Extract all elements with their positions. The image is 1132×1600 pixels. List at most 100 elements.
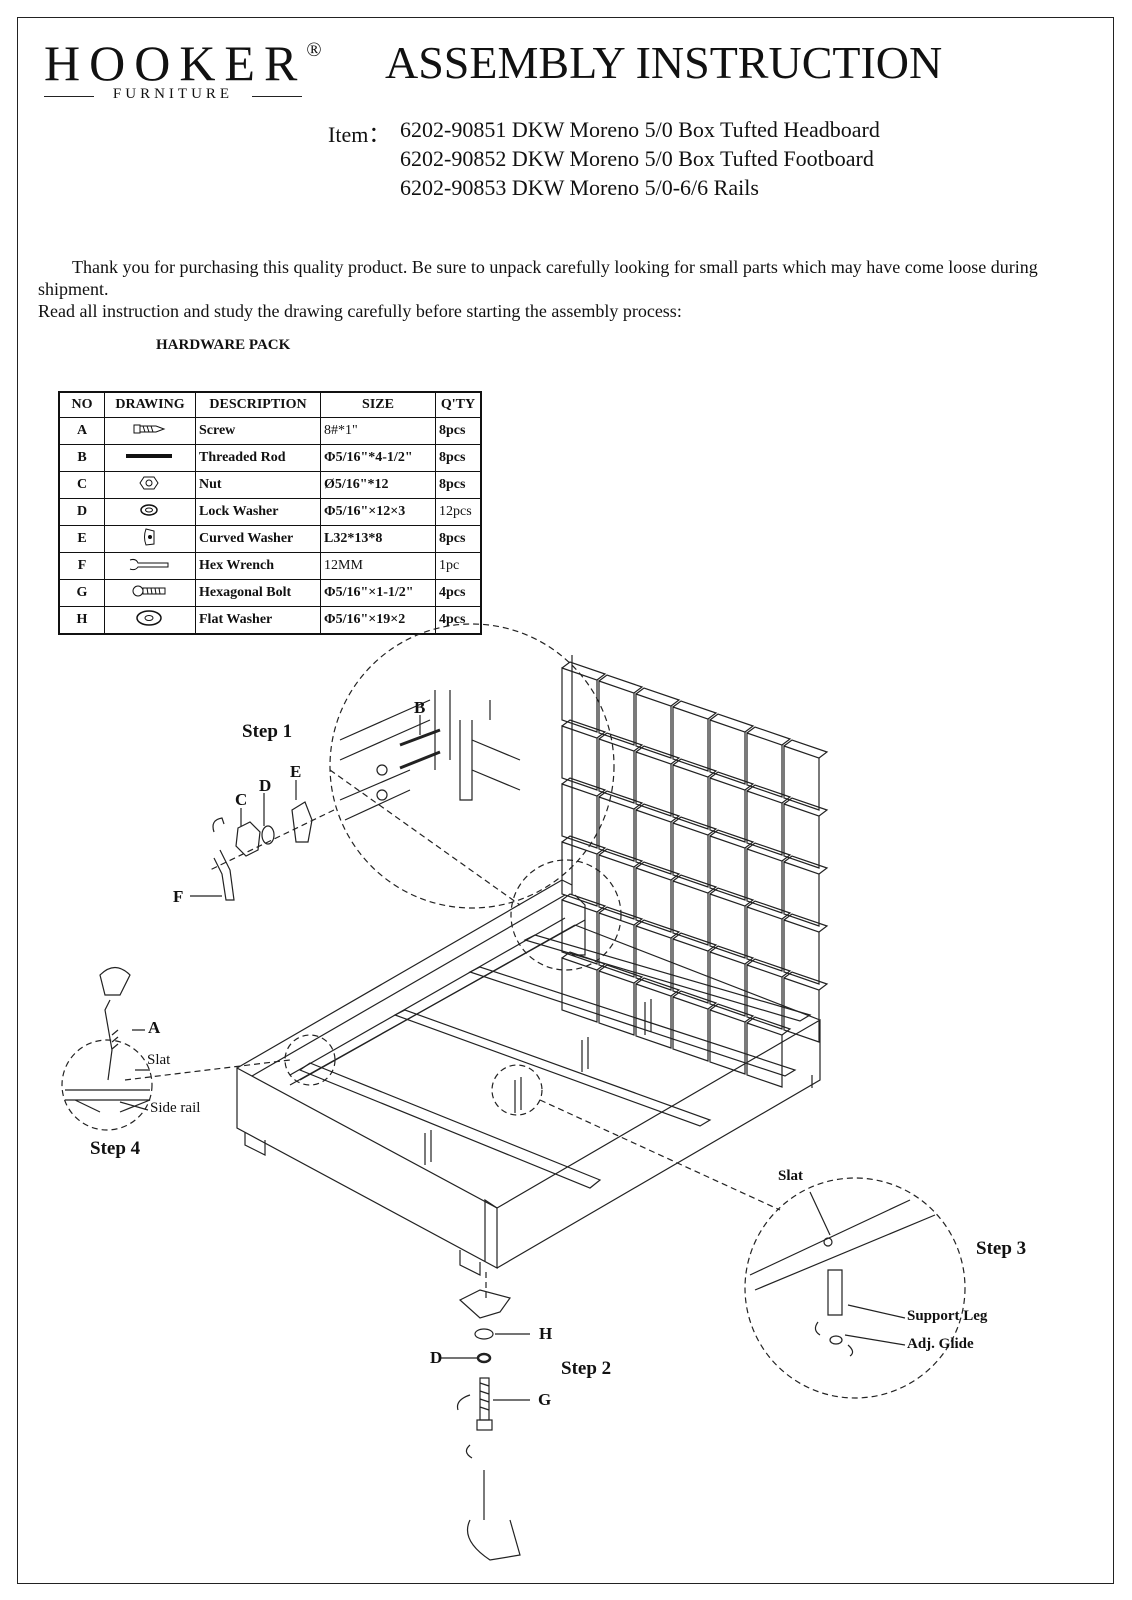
part-label-d-step2: D <box>430 1348 443 1367</box>
screw-icon <box>104 417 196 445</box>
document-title: ASSEMBLY INSTRUCTION <box>385 37 943 88</box>
row-no: B <box>58 444 105 472</box>
headboard-tuft <box>561 957 598 1023</box>
row-size: Φ5/16"*4-1/2" <box>320 444 436 472</box>
logo-rule-right <box>252 96 302 97</box>
headboard-tuft-top <box>561 893 607 913</box>
headboard-tuft-top <box>672 990 718 1010</box>
row-size: Φ5/16"×19×2 <box>320 606 436 635</box>
headboard-tuft-top <box>635 919 681 939</box>
headboard-tuft-top <box>746 900 792 920</box>
headboard-tuft <box>635 693 672 759</box>
callout-slat: Slat <box>147 1052 171 1068</box>
headboard-tuft-top <box>598 732 644 752</box>
headboard-tuft <box>672 764 709 830</box>
headboard-tuft-top <box>635 745 681 765</box>
bed-frame-drawing <box>236 879 821 1276</box>
headboard-tuft-top <box>672 874 718 894</box>
step3-label: Step 3 <box>976 1238 1027 1259</box>
step2-label: Step 2 <box>561 1358 612 1379</box>
headboard-tuft <box>746 964 783 1030</box>
brand-sub: FURNITURE <box>112 86 234 102</box>
headboard-tuft-top <box>709 771 755 791</box>
headboard-tuft-top <box>783 855 829 875</box>
headboard-tuft <box>746 732 783 798</box>
row-qty: 8pcs <box>435 417 482 445</box>
headboard-tuft <box>598 970 635 1036</box>
headboard-tuft-top <box>746 784 792 804</box>
step1-label: Step 1 <box>242 721 293 742</box>
col-size: SIZE <box>320 391 436 418</box>
part-label-c: C <box>235 790 248 809</box>
headboard-drawing <box>561 655 829 1088</box>
headboard-tuft-top <box>746 842 792 862</box>
row-no: F <box>58 552 105 580</box>
headboard-tuft <box>635 983 672 1049</box>
table-row: D Lock Washer Φ5/16"×12×3 12pcs <box>58 498 482 526</box>
headboard-tuft <box>561 667 598 733</box>
headboard-tuft-top <box>746 726 792 746</box>
hexagonal-bolt-icon <box>104 579 196 607</box>
step2-detail-drawing <box>440 1270 530 1561</box>
headboard-tuft-top <box>635 687 681 707</box>
headboard-tuft-top <box>709 1003 755 1023</box>
headboard-tuft-top <box>635 861 681 881</box>
headboard-tuft-top <box>783 971 829 991</box>
item-line-3: 6202-90853 DKW Moreno 5/0-6/6 Rails <box>400 175 759 200</box>
headboard-tuft-top <box>598 964 644 984</box>
headboard-tuft <box>635 809 672 875</box>
headboard-tuft <box>598 912 635 978</box>
intro-paragraph-1: Thank you for purchasing this quality pr… <box>38 257 1038 299</box>
table-row: G Hexagonal Bolt Φ5/16"×1-1/2" 4pcs <box>58 579 482 607</box>
headboard-tuft-top <box>783 913 829 933</box>
item-label: Item： <box>328 122 391 147</box>
headboard-tuft <box>783 861 820 927</box>
headboard-tuft-top <box>635 977 681 997</box>
row-no: E <box>58 525 105 553</box>
table-row: A Screw 8#*1" 8pcs <box>58 417 482 445</box>
headboard-tuft <box>635 751 672 817</box>
headboard-tuft <box>561 783 598 849</box>
headboard-tuft <box>709 835 746 901</box>
headboard-tuft-top <box>598 674 644 694</box>
headboard-tuft <box>672 706 709 772</box>
headboard-tuft <box>746 1022 783 1088</box>
item-line-2: 6202-90852 DKW Moreno 5/0 Box Tufted Foo… <box>400 146 874 171</box>
page-frame <box>17 17 1114 1584</box>
part-label-a: A <box>148 1018 161 1037</box>
part-label-f: F <box>173 887 184 906</box>
headboard-tuft <box>635 867 672 933</box>
step4-detail-drawing <box>61 966 153 1131</box>
headboard-tuft <box>635 925 672 991</box>
headboard-tuft <box>746 848 783 914</box>
row-qty: 12pcs <box>435 498 482 526</box>
headboard-tuft-top <box>598 848 644 868</box>
headboard-tuft-top <box>709 945 755 965</box>
headboard-tuft <box>783 977 820 1043</box>
hardware-pack-title: HARDWARE PACK <box>156 337 291 353</box>
headboard-tuft <box>598 796 635 862</box>
row-no: D <box>58 498 105 526</box>
part-label-d: D <box>259 776 272 795</box>
headboard-tuft <box>746 790 783 856</box>
intro-paragraph-2: Read all instruction and study the drawi… <box>38 301 682 321</box>
table-row: H Flat Washer Φ5/16"×19×2 4pcs <box>58 606 482 635</box>
headboard-tuft-top <box>746 1016 792 1036</box>
headboard-tuft <box>783 745 820 811</box>
headboard-tuft <box>672 880 709 946</box>
part-label-h: H <box>539 1324 553 1343</box>
headboard-tuft-top <box>598 906 644 926</box>
headboard-tuft-top <box>709 829 755 849</box>
headboard-tuft-top <box>709 713 755 733</box>
headboard-tuft <box>709 893 746 959</box>
headboard-tuft-top <box>561 835 607 855</box>
hardware-table: NO DRAWING DESCRIPTION SIZE Q'TY A Screw… <box>58 391 482 635</box>
headboard-tuft <box>783 919 820 985</box>
headboard-tuft <box>709 777 746 843</box>
row-qty: 8pcs <box>435 471 482 499</box>
row-no: C <box>58 471 105 499</box>
row-desc: Lock Washer <box>195 498 321 526</box>
headboard-tuft-top <box>783 797 829 817</box>
headboard-tuft <box>561 841 598 907</box>
